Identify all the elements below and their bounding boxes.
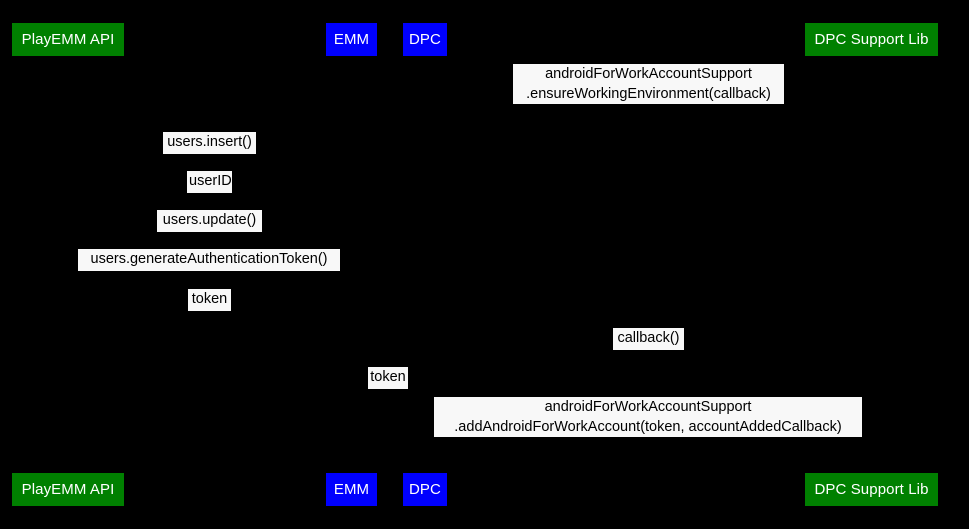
lifeline-dpcsupportlib (871, 58, 872, 472)
participant-emm-top[interactable]: EMM (325, 22, 378, 57)
arrow-head-icon (342, 310, 350, 318)
arrow-users-update (67, 235, 350, 236)
lifeline-emm (350, 58, 351, 472)
lifeline-playemm (67, 58, 68, 472)
arrow-head-icon (342, 192, 350, 200)
message-label-token-to-dpc: token (368, 367, 408, 389)
arrow-token-to-dpc (350, 392, 424, 393)
participant-playemm-api-bottom[interactable]: PlayEMM API (11, 472, 125, 507)
participant-emm-bottom[interactable]: EMM (325, 472, 378, 507)
participant-dpc-support-lib-bottom[interactable]: DPC Support Lib (804, 472, 939, 507)
arrow-head-icon (863, 103, 871, 111)
arrow-add-android-for-work-account (424, 440, 871, 441)
message-label-ensure-working-environment: androidForWorkAccountSupport .ensureWork… (513, 64, 784, 104)
participant-playemm-api-top[interactable]: PlayEMM API (11, 22, 125, 57)
message-label-generate-authentication-token: users.generateAuthenticationToken() (78, 249, 340, 271)
participant-label: EMM (333, 481, 370, 498)
participant-label: PlayEMM API (21, 481, 115, 498)
message-label-userid: userID (187, 171, 232, 193)
arrow-callback (424, 353, 871, 354)
participant-label: DPC (409, 31, 441, 48)
participant-label: EMM (333, 31, 370, 48)
participant-label: PlayEMM API (21, 31, 115, 48)
arrow-userid (67, 196, 350, 197)
participant-dpc-bottom[interactable]: DPC (402, 472, 448, 507)
message-label-add-android-for-work-account: androidForWorkAccountSupport .addAndroid… (434, 397, 862, 437)
arrow-users-insert (67, 157, 350, 158)
arrow-generate-authentication-token (67, 274, 350, 275)
message-label-users-update: users.update() (157, 210, 262, 232)
participant-dpc-top[interactable]: DPC (402, 22, 448, 57)
participant-dpc-support-lib-top[interactable]: DPC Support Lib (804, 22, 939, 57)
arrow-head-icon (863, 436, 871, 444)
message-label-token-to-emm: token (188, 289, 231, 311)
participant-label: DPC Support Lib (814, 31, 929, 48)
participant-label: DPC (409, 481, 441, 498)
arrow-head-icon (67, 231, 75, 239)
arrow-head-icon (424, 349, 432, 357)
message-label-callback: callback() (613, 328, 684, 350)
message-label-users-insert: users.insert() (163, 132, 256, 154)
arrow-head-icon (67, 270, 75, 278)
arrow-ensure-working-environment (424, 107, 871, 108)
arrow-token-to-emm (67, 314, 350, 315)
arrow-head-icon (416, 388, 424, 396)
participant-label: DPC Support Lib (814, 481, 929, 498)
arrow-head-icon (67, 153, 75, 161)
lifeline-dpc (424, 58, 425, 472)
